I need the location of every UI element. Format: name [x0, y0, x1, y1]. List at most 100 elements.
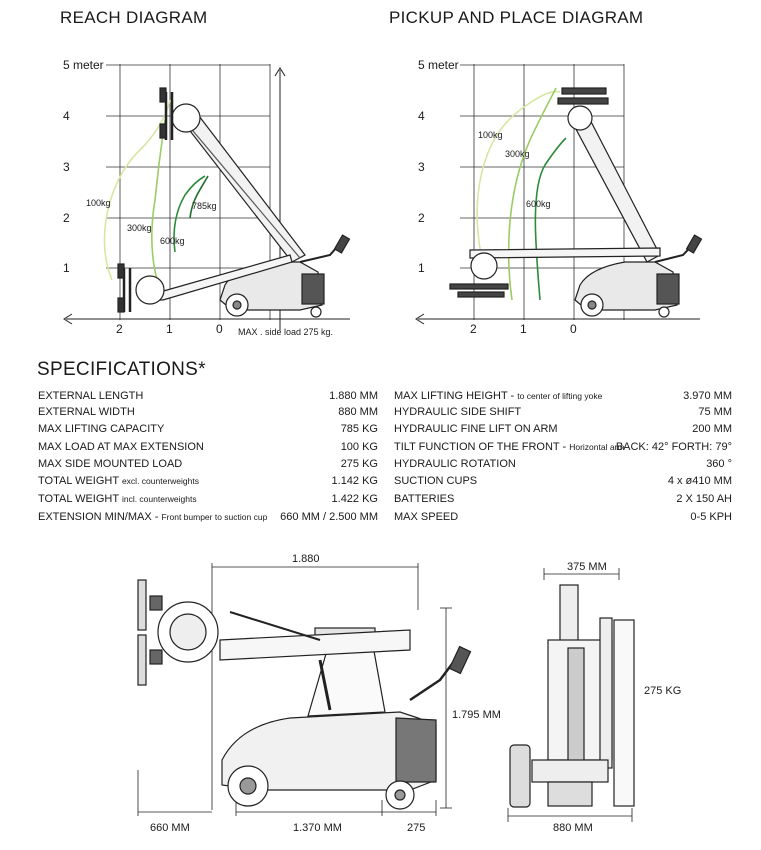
- spec-value: 0-5 KPH: [690, 511, 732, 523]
- front-view-machine-icon: [509, 584, 635, 808]
- spec-row: SUCTION CUPS 4 x ø410 MM: [394, 473, 732, 489]
- reach-curve-100kg: [103, 99, 171, 281]
- spec-value: 275 KG: [340, 458, 378, 470]
- spec-key: TOTAL WEIGHT: [38, 493, 119, 505]
- pickup-y-tick: 1: [418, 261, 425, 275]
- spec-key-note: to center of lifting yoke: [517, 391, 603, 401]
- front-view-dimension-lines: [507, 568, 633, 822]
- spec-value: 360 °: [706, 458, 732, 470]
- reach-curve-785kg: [189, 175, 209, 219]
- dimension-length: 1.880: [292, 553, 320, 565]
- spec-key: EXTENSION MIN/MAX -: [38, 511, 159, 523]
- spec-row: TOTAL WEIGHT excl. counterweights 1.142 K…: [38, 473, 378, 489]
- reach-y-tick: 4: [63, 109, 70, 123]
- pickup-x-tick: 0: [570, 322, 577, 336]
- reach-curve-label: 300kg: [127, 223, 152, 233]
- reach-machine-icon: [117, 87, 351, 318]
- side-view-dimension-lines: [137, 563, 452, 816]
- reach-curve-600kg: [173, 175, 206, 253]
- spec-key-note: excl. counterweights: [121, 476, 199, 486]
- spec-row: EXTERNAL LENGTH 1.880 MM: [38, 388, 378, 404]
- spec-value: 660 MM / 2.500 MM: [280, 511, 378, 523]
- spec-value: 2 X 150 AH: [676, 493, 732, 505]
- spec-row: MAX SIDE MOUNTED LOAD 275 KG: [38, 456, 378, 472]
- spec-row: MAX LIFTING CAPACITY 785 KG: [38, 421, 378, 437]
- spec-key: HYDRAULIC SIDE SHIFT: [394, 406, 522, 418]
- reach-note: MAX . side load 275 kg.: [238, 327, 334, 337]
- spec-value: 1.422 KG: [331, 493, 378, 505]
- spec-row: MAX LIFTING HEIGHT - to center of liftin…: [394, 388, 732, 404]
- spec-key: MAX LIFTING CAPACITY: [38, 423, 165, 435]
- spec-value: 1.880 MM: [329, 390, 378, 402]
- reach-diagram-title: REACH DIAGRAM: [60, 8, 208, 27]
- pickup-x-tick: 1: [520, 322, 527, 336]
- dimension-width: 880 MM: [553, 822, 593, 834]
- dimension-rear: 275: [407, 822, 426, 834]
- reach-curve-300kg: [150, 119, 166, 291]
- spec-key-note: incl. counterweights: [121, 494, 197, 504]
- spec-value: BACK: 42° FORTH: 79°: [615, 441, 732, 453]
- spec-key: TILT FUNCTION OF THE FRONT -: [394, 441, 567, 453]
- pickup-y-tick: 2: [418, 211, 425, 225]
- reach-curve-label: 600kg: [160, 236, 185, 246]
- spec-value: 1.142 KG: [331, 475, 378, 487]
- spec-row: EXTENSION MIN/MAX - Front bumper to suct…: [38, 509, 378, 525]
- pickup-curve-label: 100kg: [478, 130, 503, 140]
- pickup-machine-icon: [449, 87, 703, 318]
- dimension-width-top: 375 MM: [567, 561, 607, 573]
- reach-x-tick: 2: [116, 322, 123, 336]
- spec-key: EXTERNAL WIDTH: [38, 406, 135, 418]
- reach-curve-label: 100kg: [86, 198, 111, 208]
- spec-row: MAX LOAD AT MAX EXTENSION 100 KG: [38, 439, 378, 455]
- spec-row: HYDRAULIC FINE LIFT ON ARM 200 MM: [394, 421, 732, 437]
- pickup-curve-label: 300kg: [505, 149, 530, 159]
- reach-y-tick: 1: [63, 261, 70, 275]
- spec-key: MAX SPEED: [394, 511, 459, 523]
- spec-row: BATTERIES 2 X 150 AH: [394, 491, 732, 507]
- pickup-y-tick: 5 meter: [418, 58, 459, 72]
- spec-row: TOTAL WEIGHT incl. counterweights 1.422 K…: [38, 491, 378, 507]
- spec-key: SUCTION CUPS: [394, 475, 478, 487]
- pickup-diagram-title: PICKUP AND PLACE DIAGRAM: [389, 8, 644, 27]
- reach-y-tick: 5 meter: [63, 58, 104, 72]
- pickup-y-tick: 3: [418, 160, 425, 174]
- spec-key: EXTERNAL LENGTH: [38, 390, 144, 402]
- spec-key: TOTAL WEIGHT: [38, 475, 119, 487]
- side-view-machine-icon: [137, 579, 472, 810]
- spec-key: MAX LIFTING HEIGHT -: [394, 390, 515, 402]
- spec-key: MAX LOAD AT MAX EXTENSION: [38, 441, 204, 453]
- dimension-side-load: 275 KG: [644, 685, 682, 697]
- reach-y-tick: 3: [63, 160, 70, 174]
- spec-row: MAX SPEED 0-5 KPH: [394, 509, 732, 525]
- spec-key-note: Front bumper to suction cup: [161, 512, 268, 522]
- spec-row: EXTERNAL WIDTH 880 MM: [38, 404, 378, 420]
- spec-row: TILT FUNCTION OF THE FRONT - Horizontal …: [394, 439, 732, 455]
- pickup-curve-100kg: [476, 90, 561, 261]
- reach-curve-label: 785kg: [192, 201, 217, 211]
- spec-value: 4 x ø410 MM: [667, 475, 732, 487]
- dimension-front: 660 MM: [150, 822, 190, 834]
- pickup-axes: [415, 313, 700, 325]
- pickup-diagram: [415, 64, 703, 325]
- pickup-curve-300kg: [507, 87, 557, 301]
- reach-x-tick: 0: [216, 322, 223, 336]
- pickup-x-tick: 2: [470, 322, 477, 336]
- spec-key-note: Horizontal arm: [569, 442, 625, 452]
- spec-value: 880 MM: [338, 406, 378, 418]
- spec-row: HYDRAULIC SIDE SHIFT 75 MM: [394, 404, 732, 420]
- dimension-height: 1.795 MM: [452, 709, 501, 721]
- spec-key: HYDRAULIC ROTATION: [394, 458, 516, 470]
- spec-key: HYDRAULIC FINE LIFT ON ARM: [394, 423, 558, 435]
- spec-value: 785 KG: [340, 423, 378, 435]
- spec-value: 100 KG: [340, 441, 378, 453]
- spec-value: 3.970 MM: [683, 390, 732, 402]
- spec-value: 200 MM: [692, 423, 732, 435]
- spec-row: HYDRAULIC ROTATION 360 °: [394, 456, 732, 472]
- spec-key: BATTERIES: [394, 493, 455, 505]
- spec-value: 75 MM: [698, 406, 732, 418]
- pickup-curve-label: 600kg: [526, 199, 551, 209]
- spec-key: MAX SIDE MOUNTED LOAD: [38, 458, 183, 470]
- reach-diagram: [63, 64, 351, 330]
- reach-y-tick: 2: [63, 211, 70, 225]
